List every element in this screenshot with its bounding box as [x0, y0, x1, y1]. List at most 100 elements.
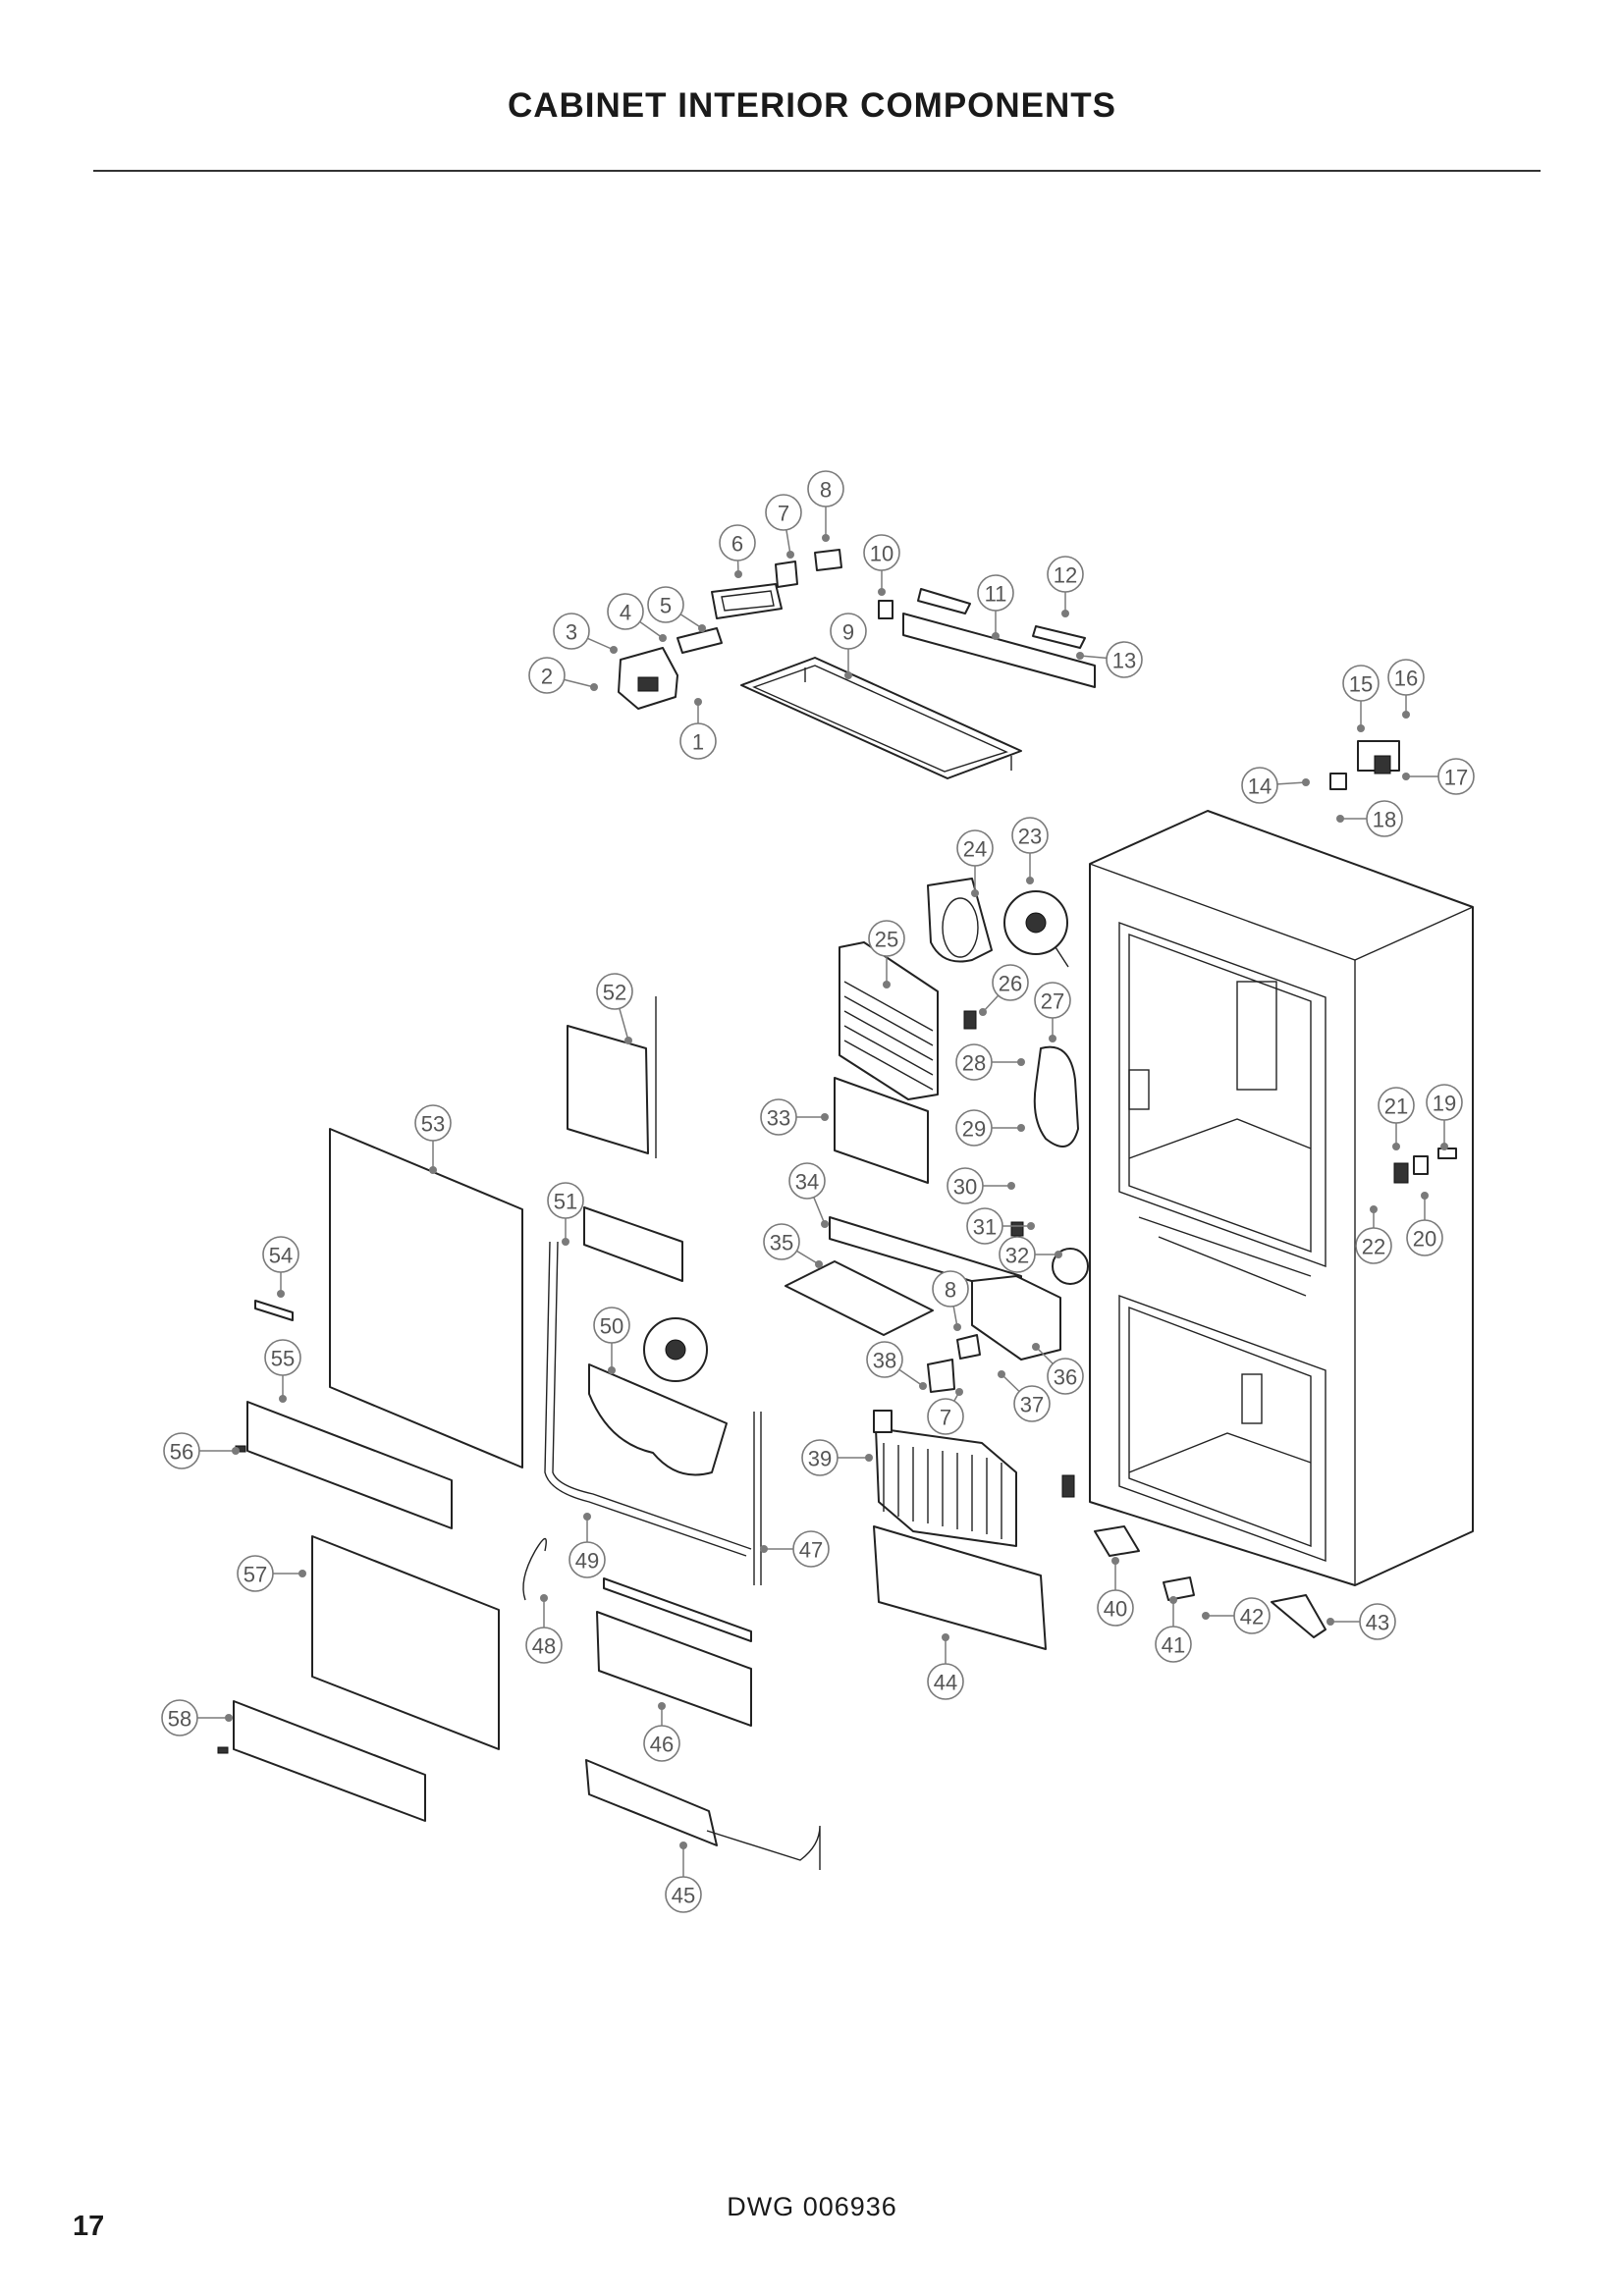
callout-circle [1359, 1603, 1396, 1640]
callout-22: 22 [1355, 1205, 1392, 1264]
callout-circle [1034, 982, 1071, 1019]
callout-7: 7 [927, 1388, 964, 1435]
callout-leader-dot [698, 624, 706, 632]
callout-leader [1001, 1373, 1020, 1393]
callout-number: 29 [962, 1117, 986, 1142]
callout-number: 8 [820, 478, 832, 503]
callout-46: 46 [643, 1702, 680, 1762]
callout-circle [1342, 665, 1380, 702]
callout-number: 31 [973, 1215, 997, 1240]
callout-leader-dot [1076, 652, 1084, 660]
callout-circle [568, 1541, 606, 1578]
callout-number: 19 [1433, 1092, 1456, 1116]
callout-1: 1 [679, 698, 717, 760]
callout-leader-dot [590, 683, 598, 691]
callout-leader-dot [1357, 724, 1365, 732]
callout-8: 8 [807, 470, 844, 542]
callout-38: 38 [866, 1341, 927, 1390]
callout-number: 15 [1349, 672, 1373, 697]
callout-circle [1406, 1219, 1443, 1256]
callout-leader [785, 529, 791, 556]
side-panels [217, 1128, 523, 1822]
callout-leader-dot [1326, 1618, 1334, 1626]
control-panel-parts [1329, 740, 1457, 1184]
callout-41: 41 [1155, 1596, 1192, 1663]
callout-circle [999, 1236, 1036, 1273]
callout-number: 11 [985, 582, 1007, 607]
callout-circle [237, 1555, 274, 1592]
callout-leader [813, 1197, 826, 1225]
callout-circle [792, 1530, 830, 1568]
callout-number: 57 [244, 1563, 267, 1587]
callout-number: 42 [1240, 1605, 1264, 1629]
callout-leader-dot [279, 1395, 287, 1403]
callout-number: 5 [660, 594, 672, 618]
callout-number: 45 [672, 1884, 695, 1908]
callout-40: 40 [1097, 1557, 1134, 1627]
callout-circle [1047, 1358, 1084, 1395]
callout-number: 41 [1162, 1633, 1185, 1658]
callout-2: 2 [528, 657, 598, 694]
callout-leader-dot [786, 551, 794, 559]
callout-number: 2 [541, 665, 553, 689]
callout-number: 36 [1054, 1365, 1077, 1390]
callout-number: 54 [269, 1244, 293, 1268]
callout-55: 55 [264, 1339, 301, 1403]
callout-circle [647, 586, 684, 623]
callout-leader-dot [1402, 711, 1410, 719]
callout-circle [956, 829, 994, 867]
callout-number: 58 [168, 1707, 191, 1732]
callout-39: 39 [801, 1439, 873, 1476]
callout-circle [547, 1182, 584, 1219]
freezer-evaporator-assembly [873, 1410, 1326, 1650]
callout-5: 5 [647, 586, 706, 632]
callout-24: 24 [956, 829, 994, 897]
callout-circle [788, 1162, 826, 1200]
page-title: CABINET INTERIOR COMPONENTS [507, 86, 1117, 125]
callout-29: 29 [955, 1109, 1025, 1147]
callout-9: 9 [830, 613, 867, 679]
callout-circle [679, 722, 717, 760]
callout-leader-dot [1017, 1124, 1025, 1132]
callout-circle [932, 1270, 969, 1308]
callout-44: 44 [927, 1633, 964, 1700]
callout-circle [719, 524, 756, 561]
callout-number: 12 [1054, 563, 1077, 588]
callout-leader-dot [998, 1370, 1005, 1378]
callout-48: 48 [525, 1594, 563, 1664]
cabinet-body [1089, 810, 1474, 1586]
page-number: 17 [73, 2211, 105, 2242]
callout-leader-dot [1017, 1058, 1025, 1066]
callout-35: 35 [763, 1223, 823, 1268]
callout-34: 34 [788, 1162, 829, 1228]
callout-circle [1378, 1087, 1415, 1124]
callout-circle [866, 1341, 903, 1378]
callout-leader-dot [225, 1714, 233, 1722]
callout-leader [898, 1368, 924, 1387]
callout-leader-dot [919, 1382, 927, 1390]
callout-57: 57 [237, 1555, 306, 1592]
callout-number: 52 [603, 981, 626, 1005]
callout-number: 24 [963, 837, 987, 862]
callout-leader [1079, 655, 1108, 660]
callout-12: 12 [1047, 556, 1084, 617]
callout-leader-dot [1421, 1192, 1429, 1200]
callout-leader-dot [540, 1594, 548, 1602]
callout-leader-dot [610, 646, 618, 654]
callout-circle [927, 1663, 964, 1700]
callout-leader-dot [821, 1220, 829, 1228]
callout-leader-dot [658, 1702, 666, 1710]
callout-leader-dot [1202, 1612, 1210, 1620]
callout-32: 32 [999, 1236, 1062, 1273]
callout-circle [553, 613, 590, 650]
callout-leader-dot [1111, 1557, 1119, 1565]
callout-number: 55 [271, 1347, 295, 1371]
callout-circle [1013, 1385, 1051, 1422]
callout-number: 34 [795, 1170, 819, 1195]
callout-number: 26 [999, 972, 1022, 996]
callout-54: 54 [262, 1236, 299, 1298]
callout-leader-dot [429, 1166, 437, 1174]
callout-number: 17 [1444, 766, 1468, 790]
callout-45: 45 [665, 1842, 702, 1913]
